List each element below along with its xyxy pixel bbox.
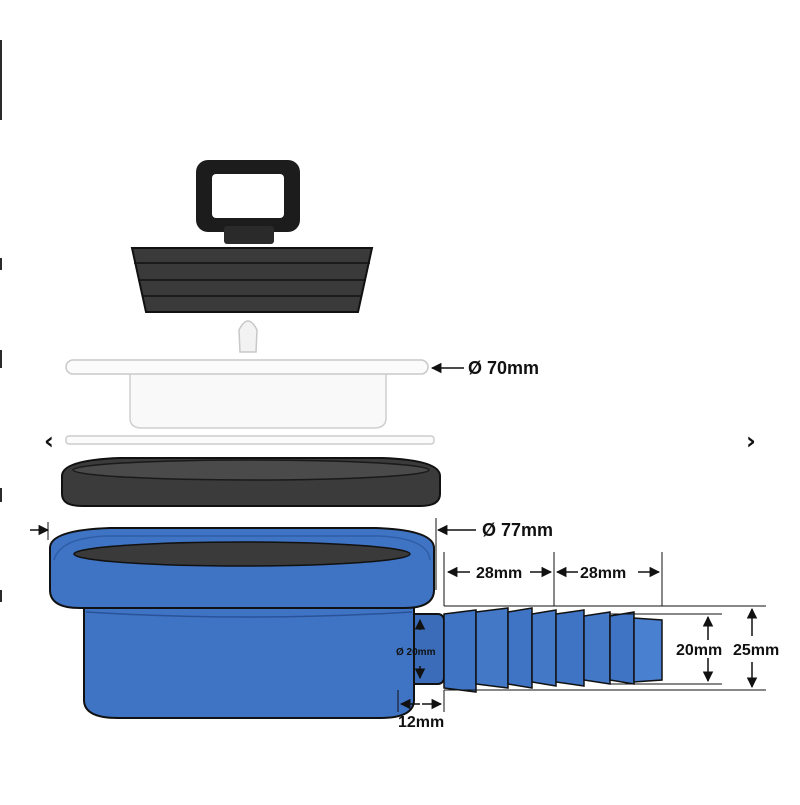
stopper-pin bbox=[238, 320, 258, 353]
next-arrow-icon[interactable]: › bbox=[746, 427, 756, 455]
base-diameter-label: Ø 77mm bbox=[482, 520, 553, 540]
base-flange bbox=[49, 527, 435, 609]
rubber-gasket bbox=[61, 457, 441, 507]
left-edge-line bbox=[0, 40, 2, 120]
clear-washer bbox=[65, 435, 435, 445]
hose-inner-diameter-label: 20mm bbox=[676, 642, 722, 659]
clear-lid: Ø 70mm bbox=[65, 358, 539, 429]
lid-diameter-label: Ø 70mm bbox=[468, 358, 539, 378]
stopper-handle-neck bbox=[224, 226, 274, 244]
outlet-length-label: 12mm bbox=[398, 714, 444, 731]
previous-arrow-icon[interactable]: ‹ bbox=[44, 427, 54, 455]
lid-rim bbox=[65, 359, 429, 375]
left-edge-line bbox=[0, 590, 2, 602]
left-edge-line bbox=[0, 258, 2, 270]
outlet-diameter-label: Ø 20mm bbox=[396, 647, 436, 658]
stopper-plug bbox=[130, 160, 374, 353]
hose-barb bbox=[443, 607, 663, 693]
barb-length-label-2: 28mm bbox=[580, 565, 626, 582]
left-edge-line bbox=[0, 350, 2, 368]
base-inner-opening bbox=[73, 541, 411, 567]
hose-outer-diameter-label: 25mm bbox=[733, 642, 779, 659]
blue-base bbox=[49, 527, 445, 719]
stopper-handle-hole bbox=[212, 174, 284, 218]
lid-body bbox=[129, 371, 387, 429]
barb-length-label-1: 28mm bbox=[476, 565, 522, 582]
left-edge-line bbox=[0, 488, 2, 502]
